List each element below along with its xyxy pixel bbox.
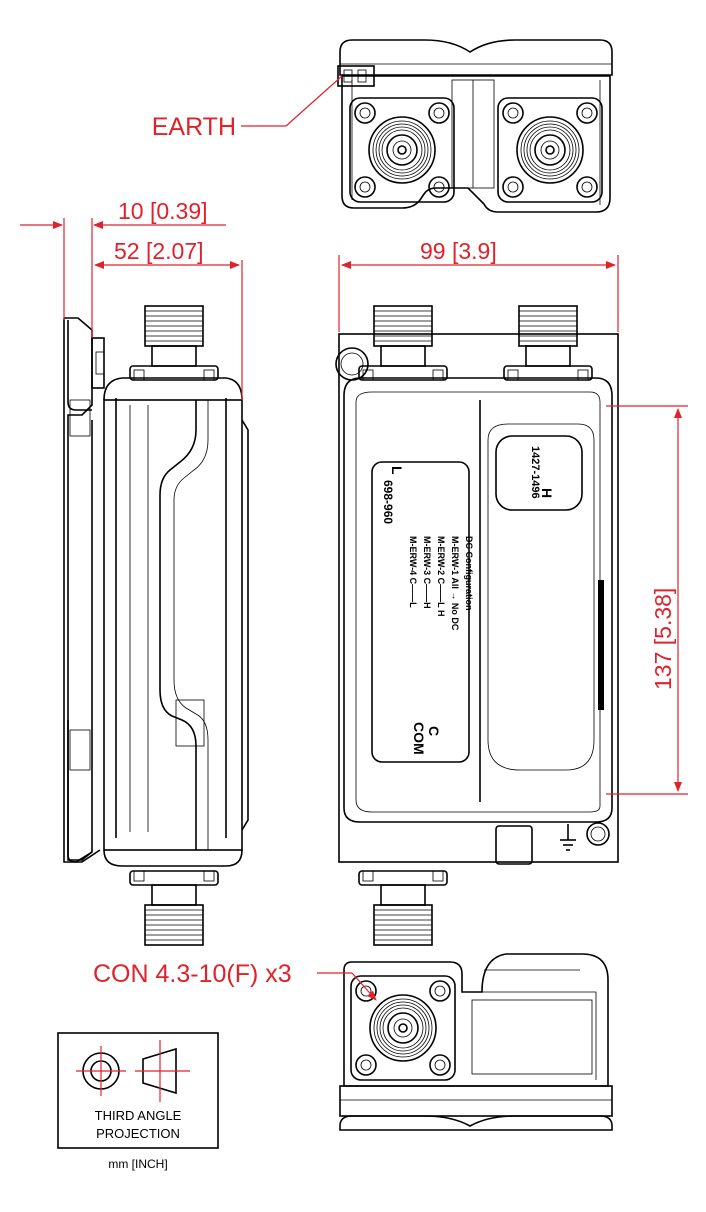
earth-label: EARTH [152, 113, 236, 141]
earth-lug [337, 65, 375, 87]
connector-label: CON 4.3-10(F) x3 [93, 960, 292, 988]
port-c-label: C [426, 726, 442, 736]
top-right-connector-face [497, 97, 603, 203]
earth-stud [335, 347, 369, 381]
front-mount-plate [338, 333, 619, 863]
dc-label-panel [371, 461, 470, 763]
front-view: DC Configuration M-ERW-1 All → No DC M-E… [335, 305, 619, 946]
top-left-connector-face [349, 97, 455, 203]
port-com-label: COM [411, 722, 427, 755]
front-dimensions: 99 [3.9] 137 [5.38] [338, 238, 688, 795]
dim-front-height: 137 [5.38] [650, 588, 676, 690]
h-band-label: 1427-1496 [529, 446, 541, 499]
projection-symbol-box: THIRD ANGLE PROJECTION [57, 1032, 219, 1149]
l-band-label: 698-960 [381, 480, 395, 524]
dim-side-offset: 10 [0.39] [118, 198, 208, 224]
projection-cone-icon [142, 1047, 177, 1095]
bottom-connector-face [350, 975, 456, 1081]
side-view [63, 305, 249, 946]
dim-front-width: 99 [3.9] [420, 238, 497, 264]
dim-side-depth: 52 [2.07] [114, 238, 204, 264]
dc-config-title: DC Configuration [464, 536, 474, 611]
top-view: EARTH [152, 39, 613, 213]
dc-config-line-3: M-ERW-3 C——H [422, 536, 432, 609]
bottom-view: CON 4.3-10(F) x3 [93, 953, 613, 1131]
side-body [103, 399, 243, 851]
ground-symbol-icon [560, 824, 576, 851]
side-dimensions: 10 [0.39] 52 [2.07] [20, 198, 243, 400]
top-view-body [339, 39, 613, 76]
dc-config-line-2: M-ERW-2 C——L H [436, 536, 446, 617]
port-l-label: L [389, 466, 405, 475]
port-h-label: H [539, 488, 555, 498]
h-band-panel [495, 435, 583, 511]
front-body [343, 377, 613, 823]
units-note: mm [INCH] [108, 1157, 167, 1171]
projection-line-2: PROJECTION [96, 1126, 180, 1141]
bottom-view-body [343, 953, 609, 1087]
projection-line-1: THIRD ANGLE [95, 1108, 182, 1123]
dc-config-line-4: M-ERW-4 C——L [408, 536, 418, 608]
dc-config-line-1: M-ERW-1 All → No DC [450, 536, 460, 631]
